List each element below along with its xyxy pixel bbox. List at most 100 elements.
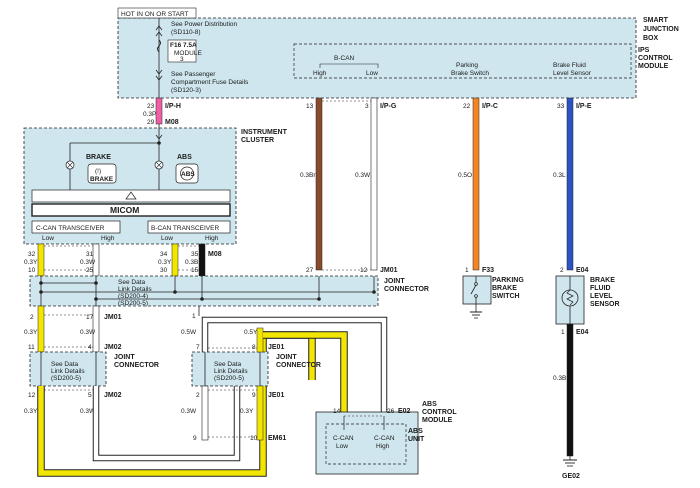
- joint-connector-top: [29, 275, 379, 307]
- see-power-distribution: See Power Distribution: [171, 21, 237, 28]
- ccan-transceiver: [31, 220, 121, 234]
- brake-fluid-label-4: SENSOR: [590, 301, 620, 308]
- brake-icon-symbol: (!): [95, 168, 101, 175]
- pin-25: 25: [86, 267, 94, 274]
- joint-left-see1: See Data: [51, 361, 78, 368]
- connector-je01-bottom: JE01: [268, 392, 284, 399]
- hot-label: HOT IN ON OR START: [121, 11, 189, 18]
- pin-14: 14: [333, 408, 341, 415]
- smart-junction-box: [117, 17, 637, 99]
- pin-1-f33: 1: [465, 267, 469, 274]
- pin-3: 3: [365, 103, 369, 110]
- abs-unit-label-1: ABS: [408, 428, 423, 435]
- pin-22: 22: [463, 103, 471, 110]
- ips-bcan: B-CAN: [334, 55, 355, 62]
- ips-low: Low: [366, 70, 378, 77]
- ips-parking-1: Parking: [456, 62, 478, 69]
- connector-em61: EM61: [268, 435, 286, 442]
- wire-0-3w-a: 0.3W: [80, 259, 96, 266]
- wire-0-3y-b: 0.3Y: [158, 259, 172, 266]
- connector-jm02-bottom: JM02: [104, 392, 122, 399]
- pin-23: 23: [147, 103, 155, 110]
- joint-top-title-1: JOINT: [384, 278, 405, 285]
- connector-f33: F33: [482, 267, 494, 274]
- parking-brake-switch[interactable]: [462, 275, 492, 305]
- fuse-module-2: 3: [180, 56, 184, 63]
- wire-0-3b-a: 0.3B: [185, 259, 198, 266]
- black-wire-ground: [566, 323, 574, 457]
- abs-title-2: CONTROL: [422, 409, 457, 416]
- joint-connector-left: [29, 351, 107, 387]
- joint-left-title-2: CONNECTOR: [114, 362, 159, 369]
- wire-0-3y-c: 0.3Y: [24, 329, 38, 336]
- pin-27: 27: [306, 267, 314, 274]
- cluster-title-2: CLUSTER: [241, 137, 274, 144]
- joint-right-see2: Link Details: [214, 368, 248, 375]
- wire-0-5o: 0.5O: [458, 172, 472, 179]
- pin-15: 15: [191, 267, 199, 274]
- wire-0-3w-b: 0.3W: [80, 329, 96, 336]
- pin-34: 34: [160, 251, 168, 258]
- connector-e04-bottom: E04: [576, 329, 589, 336]
- joint-left-title-1: JOINT: [114, 354, 135, 361]
- fuse-box: [167, 39, 197, 63]
- brake-fluid-label-1: BRAKE: [590, 277, 615, 284]
- smart-junction-box-title-3: BOX: [643, 35, 659, 42]
- pin-5: 5: [88, 392, 92, 399]
- pin-2-e04: 2: [560, 267, 564, 274]
- fuse-label: F16 7.5A: [170, 42, 197, 49]
- bcan-high: High: [205, 235, 219, 242]
- abs-ccan-high-1: C-CAN: [374, 435, 395, 442]
- joint-right-ref: (SD200-5): [214, 375, 244, 382]
- pin-1-jm01: 1: [192, 313, 196, 320]
- yellow-wire-je01: [256, 327, 264, 353]
- pin-2-je01: 2: [196, 392, 200, 399]
- pin-10: 10: [28, 267, 36, 274]
- pin-12-jm02: 12: [28, 392, 36, 399]
- connector-jm01-top: JM01: [380, 267, 398, 274]
- joint-right-see1: See Data: [214, 361, 241, 368]
- abs-unit-box: [325, 423, 407, 465]
- brake-fluid-label-3: LEVEL: [590, 293, 613, 300]
- joint-left-ref: (SD200-5): [51, 375, 81, 382]
- pin-2-jm01: 2: [30, 314, 34, 321]
- smart-junction-box-title-1: SMART: [643, 17, 669, 24]
- brake-icon-text: BRAKE: [90, 176, 114, 183]
- blue-wire: [566, 97, 574, 271]
- hot-label-box: [117, 7, 197, 19]
- pin-13: 13: [306, 103, 314, 110]
- micom-box: [31, 203, 231, 217]
- parking-label-3: SWITCH: [492, 293, 520, 300]
- ips-title-3: MODULE: [638, 63, 669, 70]
- brake-warning-icon: [87, 163, 117, 184]
- power-ref: (SD110-8): [171, 29, 201, 36]
- switch-contact-icon: [470, 284, 477, 295]
- white-wire-low: [370, 97, 378, 271]
- brake-fluid-label-2: FLUID: [590, 285, 611, 292]
- warning-triangle-icon: [125, 191, 137, 200]
- abs-warning-icon: [175, 163, 199, 184]
- abs-ccan-high-2: High: [376, 443, 390, 450]
- joint-top-ref1: (SD200-4): [118, 293, 148, 300]
- pin-35: 35: [191, 251, 199, 258]
- connector-jm02-top: JM02: [104, 344, 122, 351]
- abs-control-module: [315, 411, 419, 475]
- see-passenger-1: See Passenger: [171, 71, 216, 78]
- orange-wire: [472, 97, 480, 271]
- connector-e02: E02: [398, 408, 411, 415]
- ips-brake-fluid-2: Level Sensor: [553, 70, 592, 77]
- connector-ipc: I/P-C: [482, 103, 498, 110]
- yellow-wire-34: [171, 243, 179, 277]
- pin-9-je01: 9: [252, 392, 256, 399]
- abs-title-3: MODULE: [422, 417, 453, 424]
- wire-0-3br: 0.3Br: [300, 172, 316, 179]
- pink-wire: [155, 97, 163, 125]
- connector-m08-top: M08: [165, 119, 179, 126]
- abs-icon-text: ABS: [181, 171, 195, 178]
- parking-label-1: PARKING: [492, 277, 524, 284]
- ips-parking-2: Brake Switch: [451, 70, 489, 77]
- yellow-wire-32: [37, 243, 45, 277]
- connector-ipe: I/P-E: [576, 103, 592, 110]
- micom-header: [31, 189, 231, 203]
